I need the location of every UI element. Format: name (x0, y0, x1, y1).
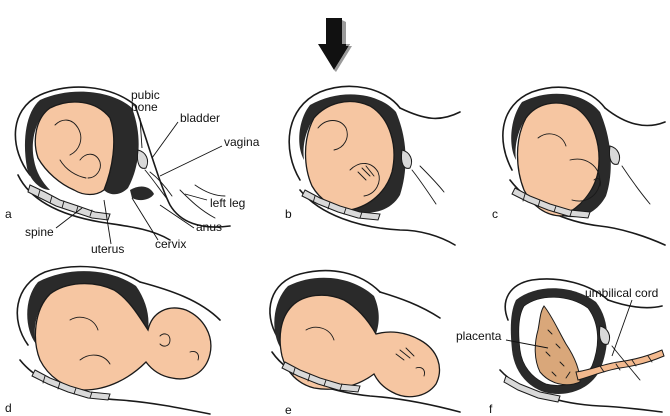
label-umbilical-cord: umbilical cord (585, 286, 658, 300)
panel-f: umbilical cord placenta f (456, 279, 664, 416)
panel-letter-f: f (489, 402, 493, 416)
label-vagina: vagina (224, 135, 260, 149)
panel-letter-b: b (285, 207, 292, 221)
label-cervix: cervix (155, 237, 186, 251)
panel-c: c (492, 87, 665, 245)
panel-a: pubic bone bladder vagina left leg anus … (5, 87, 260, 256)
down-arrow-icon (318, 18, 352, 72)
panel-letter-c: c (492, 207, 498, 221)
panel-d: d (5, 267, 220, 415)
label-anus: anus (196, 220, 222, 234)
label-bone: bone (131, 100, 158, 114)
label-uterus: uterus (91, 242, 124, 256)
panel-b: b (285, 86, 460, 245)
panel-letter-e: e (285, 403, 292, 416)
panel-letter-a: a (5, 207, 12, 221)
label-left-leg: left leg (210, 196, 245, 210)
panel-letter-d: d (5, 401, 12, 415)
label-placenta: placenta (456, 329, 502, 343)
label-spine: spine (25, 225, 54, 239)
panel-e: e (270, 271, 460, 416)
label-bladder: bladder (180, 111, 220, 125)
